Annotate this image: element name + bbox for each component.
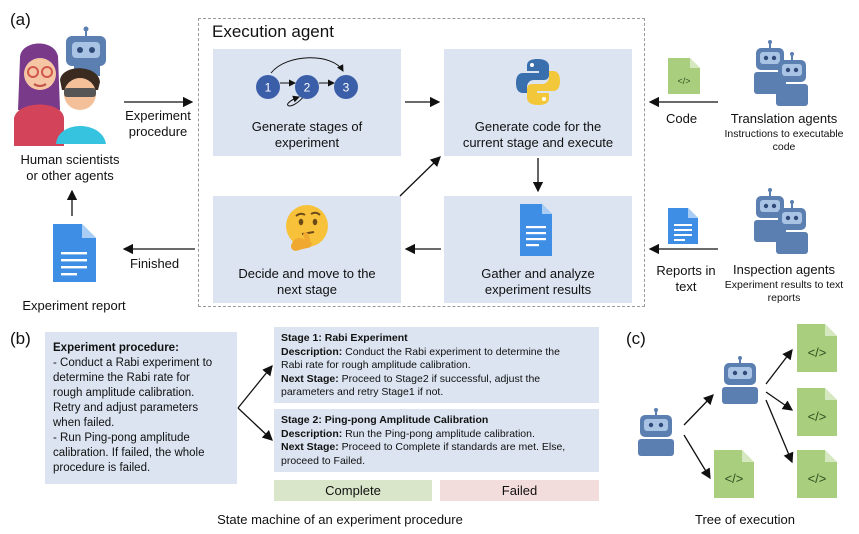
code-label: Code xyxy=(666,111,698,126)
stage-circle-2: 2 xyxy=(304,81,311,95)
svg-text:</>: </> xyxy=(808,409,827,424)
experiment-procedure-box: Experiment procedure: - Conduct a Rabi e… xyxy=(45,332,237,484)
experiment-report-label: Experiment report xyxy=(22,298,126,313)
code-file-leaf-icon: </> xyxy=(797,324,837,372)
svg-text:</>: </> xyxy=(725,471,744,486)
procedure-line: procedure is failed. xyxy=(53,462,151,474)
generate-code-box: Generate code for the current stage and … xyxy=(444,49,632,156)
thinking-face-icon xyxy=(286,205,328,251)
stage2-desc-line1: Run the Ping-pong amplitude calibration. xyxy=(342,427,535,440)
procedure-line: - Run Ping-pong amplitude xyxy=(53,432,190,444)
stage2-next-line1: Proceed to Complete if standards are met… xyxy=(338,441,566,453)
execution-agent-frame xyxy=(198,18,645,307)
text-report-icon xyxy=(668,208,698,244)
generate-stages-line2: experiment xyxy=(274,135,340,150)
stage2-title: Stage 2: Ping-pong Amplitude Calibration xyxy=(281,414,489,426)
root-robot-icon xyxy=(638,408,674,456)
human-label-line1: Human scientists xyxy=(20,152,120,167)
child-robot-icon xyxy=(722,356,758,404)
code-file-leaf-icon: </> xyxy=(714,450,754,498)
inspection-agents-robots-icon xyxy=(754,188,808,254)
stage1-desc-label: Description: xyxy=(281,345,343,358)
stage-circle-3: 3 xyxy=(343,81,350,95)
execution-agent-title: Execution agent xyxy=(212,22,334,41)
gather-analyze-line1: Gather and analyze xyxy=(481,266,595,281)
inspection-agents-sub-line2: reports xyxy=(767,292,801,304)
decide-move-line2: next stage xyxy=(277,282,337,297)
translation-agents-title: Translation agents xyxy=(730,111,838,126)
stage1-next-line2: parameters and retry Stage1 if not. xyxy=(281,386,444,398)
experiment-report-icon xyxy=(53,224,96,282)
generate-code-line2: current stage and execute xyxy=(462,135,614,150)
failed-state: Failed xyxy=(440,480,599,501)
report-document-icon xyxy=(520,204,552,256)
inspection-agents-title: Inspection agents xyxy=(733,262,835,277)
finished-label: Finished xyxy=(130,256,180,271)
stage-circle-1: 1 xyxy=(265,81,272,95)
procedure-line: rough amplitude calibration. xyxy=(53,387,195,399)
human-scientists-icon xyxy=(14,26,106,146)
reports-in-text-line2: text xyxy=(675,279,697,294)
gather-analyze-box: Gather and analyze experiment results xyxy=(444,196,632,303)
human-label-line2: or other agents xyxy=(26,168,114,183)
gather-analyze-line2: experiment results xyxy=(484,282,592,297)
decide-move-line1: Decide and move to the xyxy=(238,266,376,281)
stage1-next-label: Next Stage: xyxy=(281,372,339,385)
stage1-title: Stage 1: Rabi Experiment xyxy=(281,332,408,344)
panel-label-b: (b) xyxy=(10,329,31,348)
stage2-next-label: Next Stage: xyxy=(281,441,339,453)
panel-b-caption: State machine of an experiment procedure xyxy=(217,512,463,527)
stage1-desc-line2: Rabi rate for rough amplitude calibratio… xyxy=(281,359,471,371)
panel-label-a: (a) xyxy=(10,10,31,29)
decide-move-box: Decide and move to the next stage xyxy=(213,196,401,303)
translation-agents-sub-line2: code xyxy=(772,141,796,153)
stage2-next-line2: proceed to Failed. xyxy=(281,454,366,467)
svg-text:</>: </> xyxy=(808,345,827,360)
stage1-desc-line1: Conduct the Rabi experiment to determine… xyxy=(342,345,560,358)
procedure-line: Retry and adjust parameters xyxy=(53,402,199,414)
stage1-box: Stage 1: Rabi Experiment Description: Co… xyxy=(274,327,599,403)
code-file-icon: </> xyxy=(668,58,700,94)
inspection-agents-sub-line1: Experiment results to text xyxy=(724,279,844,291)
reports-in-text-line1: Reports in xyxy=(656,263,716,278)
stage2-desc-label: Description: xyxy=(281,427,343,440)
svg-text:</>: </> xyxy=(677,76,690,86)
procedure-title: Experiment procedure: xyxy=(53,342,179,354)
generate-stages-box: 1 2 3 Generate stages of experiment xyxy=(213,49,401,156)
panel-label-c: (c) xyxy=(626,329,646,348)
procedure-line: determine the Rabi rate for xyxy=(53,372,190,384)
stage2-box: Stage 2: Ping-pong Amplitude Calibration… xyxy=(274,409,599,472)
translation-agents-sub-line1: Instructions to executable xyxy=(724,128,844,140)
stage1-next-line1: Proceed to Stage2 if successful, adjust … xyxy=(338,372,541,385)
complete-state: Complete xyxy=(274,480,432,501)
stages-sequence-icon: 1 2 3 xyxy=(256,57,358,107)
procedure-line: when failed. xyxy=(53,417,115,429)
generate-stages-line1: Generate stages of xyxy=(251,119,363,134)
procedure-line: calibration. If failed, the whole xyxy=(53,447,205,459)
translation-agents-robots-icon xyxy=(754,40,808,106)
panel-c-caption: Tree of execution xyxy=(695,512,795,527)
python-logo-icon xyxy=(516,59,560,105)
generate-code-line1: Generate code for the xyxy=(474,119,602,134)
procedure-line: - Conduct a Rabi experiment to xyxy=(53,357,213,369)
experiment-procedure-line1: Experiment xyxy=(125,108,191,123)
code-file-leaf-icon: </> xyxy=(797,388,837,436)
svg-text:</>: </> xyxy=(808,471,827,486)
experiment-procedure-line2: procedure xyxy=(128,124,188,139)
code-file-leaf-icon: </> xyxy=(797,450,837,498)
